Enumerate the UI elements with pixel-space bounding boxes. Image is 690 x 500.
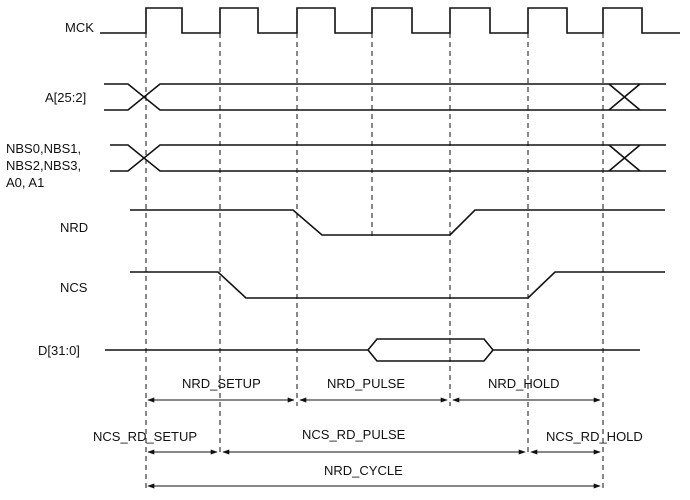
- data-label: D[31:0]: [38, 343, 80, 358]
- ncs-waveform: [130, 271, 665, 299]
- ncs-rd-setup-label: NCS_RD_SETUP: [93, 429, 197, 444]
- data-bus-waveform: [105, 338, 640, 362]
- nbs-label-line3: A0, A1: [6, 175, 44, 190]
- ncs-rd-hold-label: NCS_RD_HOLD: [546, 429, 643, 444]
- ncs-rd-pulse-label: NCS_RD_PULSE: [302, 427, 406, 442]
- nrd-pulse-label: NRD_PULSE: [327, 376, 405, 391]
- nbs-bus-waveform: [110, 144, 666, 172]
- ncs-label: NCS: [60, 280, 88, 295]
- nrd-hold-label: NRD_HOLD: [488, 376, 560, 391]
- addr-bus-waveform: [104, 83, 666, 111]
- nrd-cycle-label: NRD_CYCLE: [324, 463, 403, 478]
- nbs-label-line2: NBS2,NBS3,: [6, 158, 81, 173]
- mck-label: MCK: [65, 20, 94, 35]
- nbs-bus-transition-end: [608, 144, 641, 172]
- mck-waveform: [100, 7, 680, 34]
- addr-bus-transition-end: [608, 83, 641, 111]
- nrd-waveform: [130, 209, 665, 236]
- nbs-label-line1: NBS0,NBS1,: [6, 141, 81, 156]
- nrd-setup-label: NRD_SETUP: [182, 376, 261, 391]
- addr-label: A[25:2]: [45, 90, 86, 105]
- nrd-label: NRD: [60, 220, 88, 235]
